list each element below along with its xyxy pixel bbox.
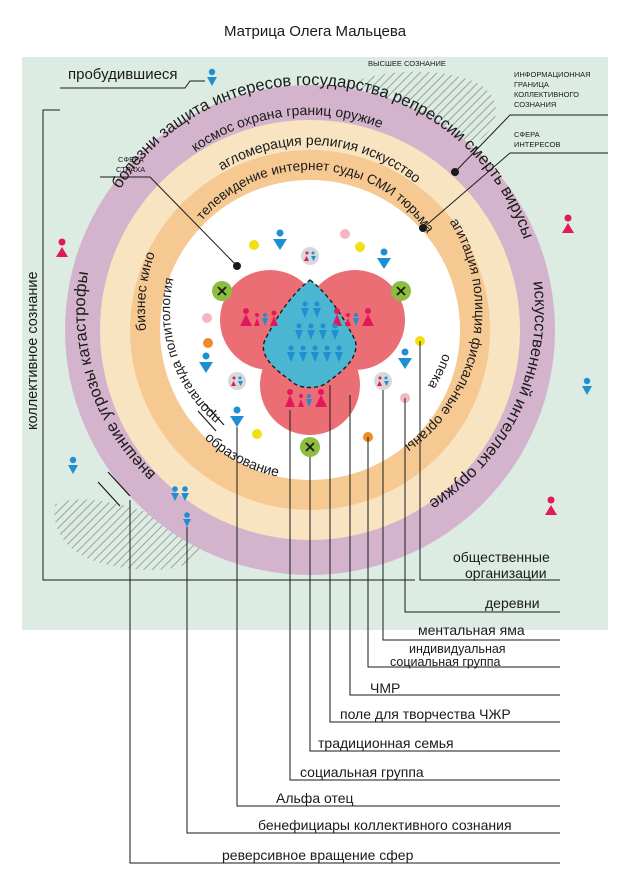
yellow-dot (252, 429, 262, 439)
blue-person-icon (68, 456, 78, 474)
blue-person-icon (181, 486, 189, 501)
info-border-line: СОЗНАНИЯ (514, 100, 556, 109)
family-badge-icons (228, 247, 392, 390)
right-venn-people (332, 308, 374, 326)
sphere-interests-line: СФЕРА (514, 130, 540, 139)
sphere-fear-leader (100, 176, 238, 267)
blue-person-icon (273, 229, 287, 250)
magenta-person-icon (545, 496, 557, 515)
pink-dot (202, 313, 212, 323)
green-x-icon (212, 281, 232, 301)
family-badge-icon (301, 247, 319, 265)
magenta-person-icon (562, 214, 574, 233)
callout-mental-pit: ментальная яма (418, 622, 525, 638)
callout-villages: деревни (485, 595, 540, 611)
callout-beneficiaries: бенефициары коллективного сознания (258, 817, 512, 833)
left-venn-people (240, 308, 278, 326)
callout-leaders (129, 341, 560, 864)
info-border-leader (454, 114, 608, 173)
sphere-fear-line: СФЕРА (118, 155, 144, 164)
callout-public-orgs-2: организации (465, 565, 547, 581)
yellow-dot (249, 240, 259, 250)
info-border-line: ИНФОРМАЦИОННАЯ (514, 70, 591, 79)
rotation-arrows (97, 402, 225, 507)
blue-person-icon (171, 486, 179, 501)
yellow-dot (355, 242, 365, 252)
info-border-line: ГРАНИЦА (514, 80, 549, 89)
callouts: общественные организации деревни менталь… (222, 549, 550, 863)
sphere-fear-dot (233, 262, 241, 270)
callout-reverse-rotation: реверсивное вращение сфер (222, 847, 414, 863)
sphere-interests-leader (422, 152, 608, 229)
green-x-icon (300, 437, 320, 457)
callout-traditional-family: традиционная семья (318, 735, 454, 751)
green-x-icon (391, 281, 411, 301)
sphere-fear-line: СТРАХА (116, 165, 145, 174)
info-border-line: КОЛЛЕКТИВНОГО (514, 90, 579, 99)
blue-person-icon (398, 348, 412, 369)
awakened-leader (60, 80, 205, 89)
awakened-label: пробудившиеся (68, 66, 178, 83)
callout-public-orgs-1: общественные (453, 549, 550, 565)
blue-person-icon (207, 68, 217, 86)
page-title: Матрица Олега Мальцева (224, 23, 407, 40)
magenta-person-icon (56, 238, 68, 257)
blue-person-icon (199, 352, 213, 373)
family-badge-icon (228, 372, 246, 390)
collective-bracket (42, 109, 415, 581)
callout-creativity-field: поле для творчества ЧЖР (340, 706, 511, 722)
bottom-venn-people (285, 389, 327, 407)
info-border-label: ИНФОРМАЦИОННАЯ ГРАНИЦА КОЛЛЕКТИВНОГО СОЗ… (514, 70, 591, 109)
callout-social-group: социальная группа (300, 764, 424, 780)
callout-individual-2: социальная группа (390, 655, 500, 669)
higher-consciousness-label: ВЫСШЕЕ СОЗНАНИЕ (368, 59, 446, 68)
core-blue-people (287, 301, 343, 362)
blue-person-icon (582, 377, 592, 395)
orange-dot (203, 338, 213, 348)
info-border-dot (451, 168, 459, 176)
sphere-fear-label: СФЕРА СТРАХА (116, 155, 145, 174)
cancel-circle-icons (212, 281, 411, 457)
family-badge-icon (374, 372, 392, 390)
sphere-interests-label: СФЕРА ИНТЕРЕСОВ (514, 130, 560, 149)
blue-person-icon (183, 512, 191, 527)
blue-person-icon (377, 248, 391, 269)
people-icons (56, 68, 592, 527)
collective-consciousness-label: коллективное сознание (25, 271, 41, 430)
callout-chmr: ЧМР (370, 680, 400, 696)
callout-alpha-father: Альфа отец (276, 790, 354, 806)
sphere-interests-dot (419, 224, 427, 232)
blue-person-icon (230, 406, 244, 427)
pink-dot (340, 229, 350, 239)
callout-individual-1: индивидуальная (409, 642, 506, 656)
lower-cloud (54, 499, 201, 570)
sphere-interests-line: ИНТЕРЕСОВ (514, 140, 560, 149)
